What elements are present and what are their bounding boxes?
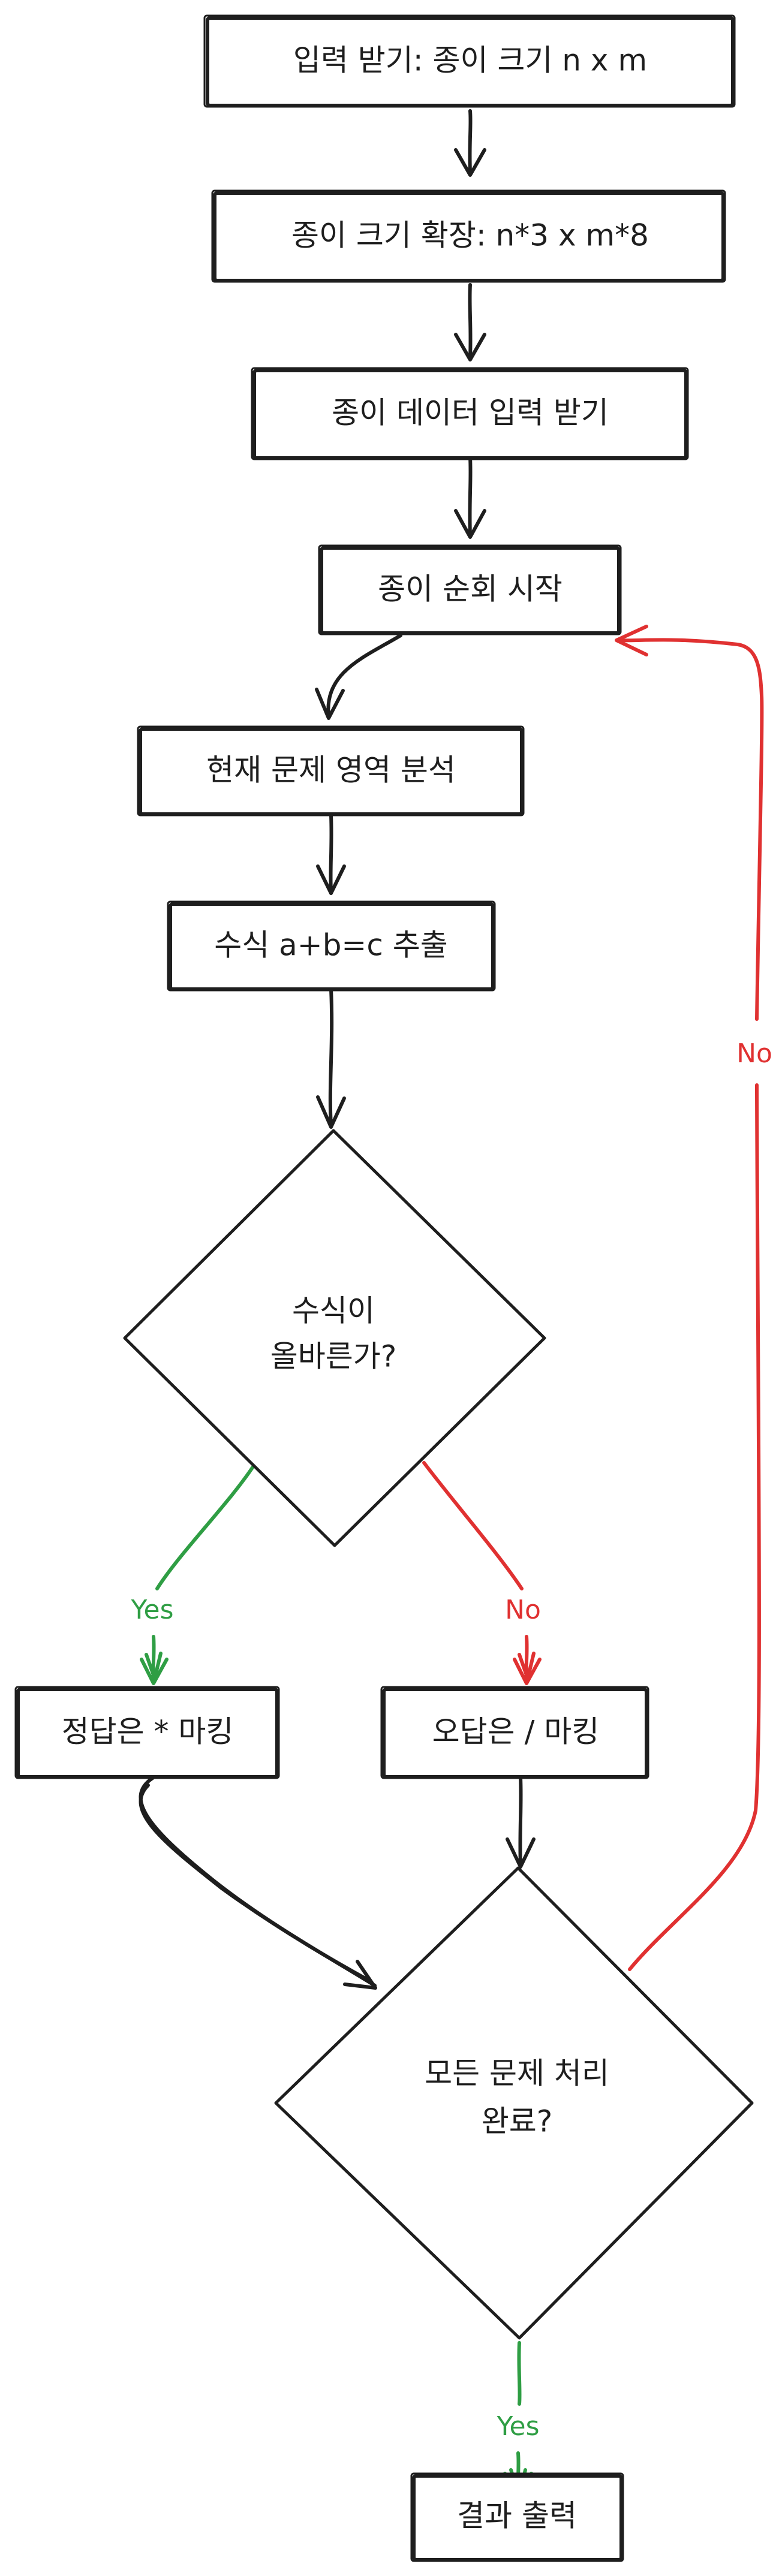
node-check-formula-line1: 수식이	[292, 1294, 375, 1328]
edge-extract-to-check	[316, 987, 346, 1129]
node-input-size-label: 입력 받기: 종이 크기 n x m	[293, 43, 647, 78]
node-analyze-region: 현재 문제 영역 분석	[137, 725, 525, 817]
node-mark-correct: 정답은 * 마킹	[14, 1686, 280, 1779]
node-input-data-label: 종이 데이터 입력 받기	[332, 396, 609, 430]
node-input-size: 입력 받기: 종이 크기 n x m	[203, 14, 736, 108]
node-extract-formula-label: 수식 a+b=c 추출	[214, 928, 447, 963]
edge-check-yes	[140, 1464, 255, 1685]
node-output-result-label: 결과 출력	[457, 2499, 577, 2533]
node-mark-correct-label: 정답은 * 마킹	[62, 1715, 234, 1749]
node-all-done-line2: 완료?	[482, 2104, 553, 2139]
edge-check-no	[422, 1461, 542, 1685]
label-done-yes: Yes	[496, 2411, 539, 2442]
node-extract-formula: 수식 a+b=c 추출	[167, 900, 496, 992]
node-input-data: 종이 데이터 입력 받기	[251, 367, 689, 460]
node-start-traverse-label: 종이 순회 시작	[378, 572, 563, 607]
edge-done-no-loop	[615, 625, 764, 1971]
node-start-traverse: 종이 순회 시작	[318, 544, 622, 635]
node-all-done-line1: 모든 문제 처리	[425, 2056, 609, 2091]
edge-input-to-expand	[454, 109, 486, 177]
edge-start-to-analyze	[315, 634, 402, 720]
node-expand-size-label: 종이 크기 확장: n*3 x m*8	[291, 218, 649, 253]
node-all-done: 모든 문제 처리 완료?	[274, 1866, 754, 2340]
label-check-no: No	[505, 1595, 541, 1625]
node-output-result: 결과 출력	[410, 2472, 624, 2562]
edge-data-to-start	[454, 456, 486, 539]
node-check-formula: 수식이 올바른가?	[123, 1129, 546, 1547]
node-mark-wrong: 오답은 / 마킹	[380, 1686, 649, 1779]
node-expand-size: 종이 크기 확장: n*3 x m*8	[211, 189, 726, 283]
edge-analyze-to-extract	[316, 814, 346, 895]
label-check-yes: Yes	[130, 1595, 173, 1625]
node-analyze-region-label: 현재 문제 영역 분석	[206, 753, 456, 788]
edge-wrong-to-done	[506, 1776, 536, 1869]
label-done-no: No	[736, 1038, 772, 1069]
node-check-formula-line2: 올바른가?	[270, 1339, 397, 1374]
node-mark-wrong-label: 오답은 / 마킹	[432, 1715, 600, 1749]
edge-correct-to-done	[139, 1776, 377, 1990]
edge-expand-to-data	[454, 283, 486, 361]
